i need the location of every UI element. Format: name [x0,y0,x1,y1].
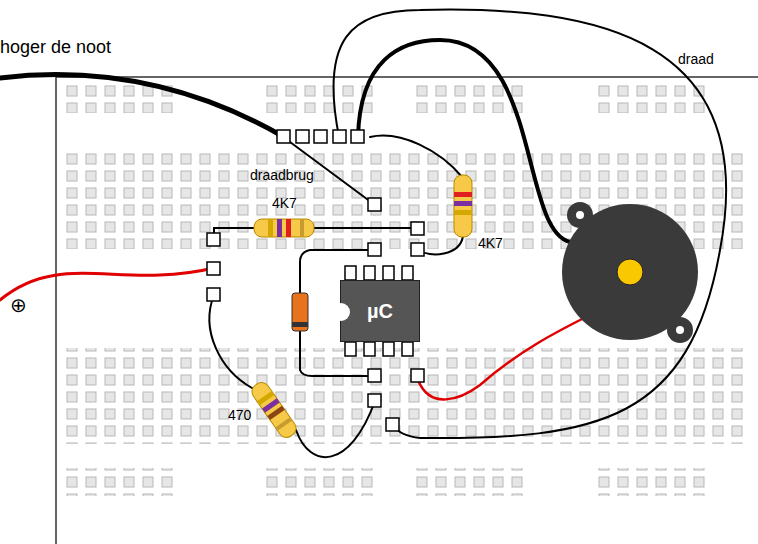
resistor-symbol [454,175,472,237]
wires [0,10,726,458]
diode-symbol [292,293,308,331]
chip-label: µC [367,300,393,323]
chip-notch [332,303,350,321]
wire-note: hoger de noot [0,38,111,58]
polarity-sign: ⊕ [10,294,27,316]
breadboard [56,77,758,544]
wire-note: draad [678,52,714,67]
part-name: draadbrug [250,168,314,183]
resistor-symbol [254,219,314,237]
chip-body: µC [340,280,420,342]
resistor-symbol [249,379,299,440]
used-holes [207,130,424,431]
resistor-value: 4K7 [478,236,503,251]
resistor-value: 4K7 [272,196,297,211]
hole-rows [66,85,750,496]
resistor-value: 470 [228,408,251,423]
buzzer-symbol [562,202,698,343]
